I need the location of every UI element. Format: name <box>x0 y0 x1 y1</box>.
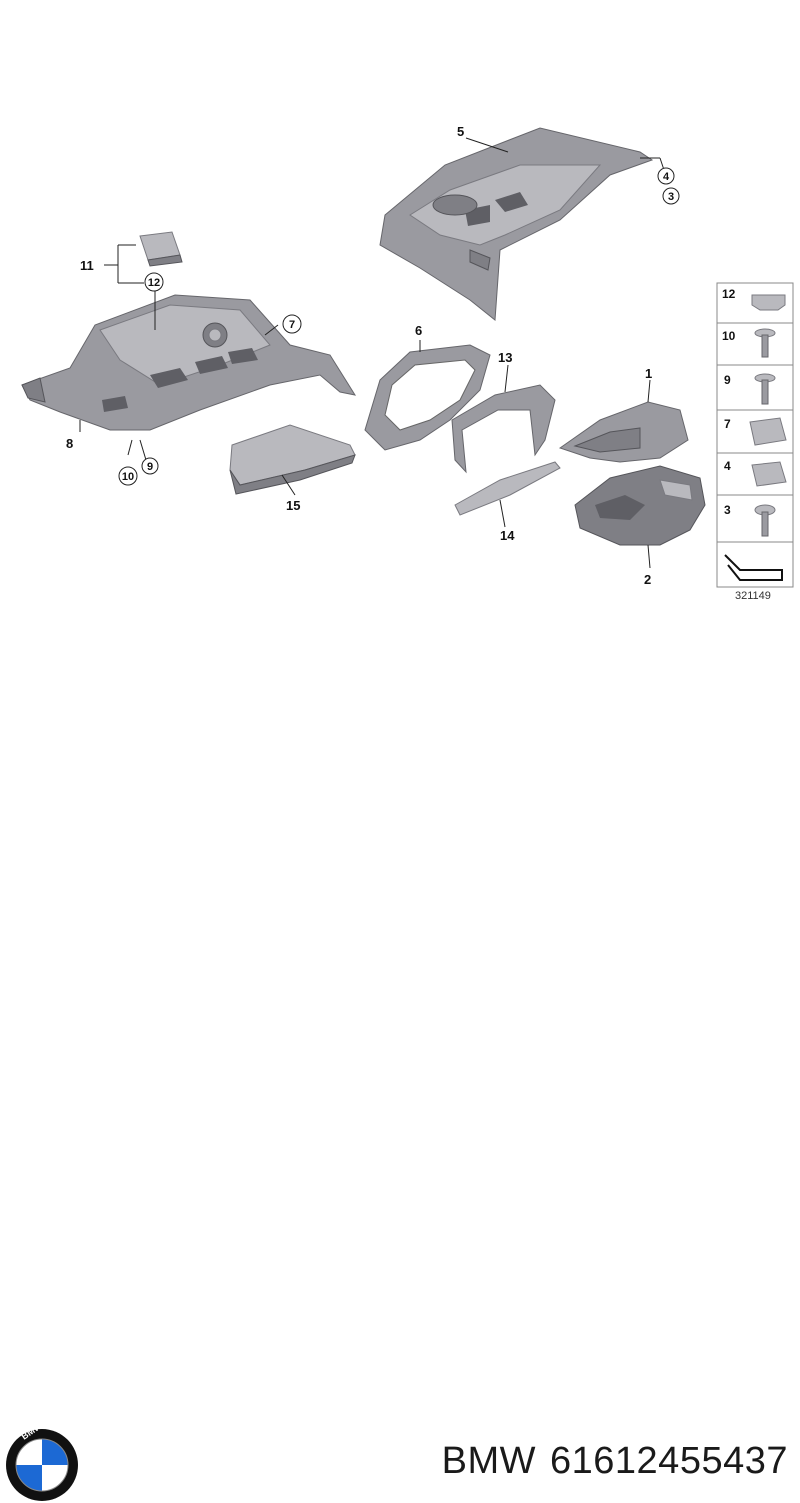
part-1-upper-column-cover <box>558 401 689 463</box>
circled-callout-7: 7 <box>282 314 302 334</box>
circled-callout-12: 12 <box>144 272 164 292</box>
callout-13: 13 <box>498 350 512 365</box>
callout-1: 1 <box>645 366 652 381</box>
part-6-frame <box>364 344 491 451</box>
part-number: 61612455437 <box>550 1440 788 1482</box>
circled-callout-3: 3 <box>662 187 680 205</box>
parts-diagram: 5 11 8 15 6 13 14 1 2 4 3 12 7 9 10 12 <box>21 124 794 602</box>
svg-text:3: 3 <box>668 191 674 203</box>
part-8-lower-trim <box>21 294 357 431</box>
brand-name: BMW <box>441 1440 537 1482</box>
part-15-tray <box>229 424 356 495</box>
clip-icon <box>751 294 786 311</box>
legend-label-10: 10 <box>722 329 736 343</box>
circled-callout-9: 9 <box>141 457 159 475</box>
arrow-symbol-icon <box>724 554 783 581</box>
part-5-upper-trim-panel <box>379 127 654 321</box>
fastener-legend: 12 10 9 7 4 3 321149 <box>716 282 794 602</box>
diagram-id: 321149 <box>735 590 771 602</box>
part-caption: BMW 61612455437 <box>428 1440 788 1483</box>
circled-callout-10: 10 <box>118 466 138 486</box>
leader-lines <box>79 137 665 569</box>
legend-label-7: 7 <box>724 417 731 431</box>
callout-14: 14 <box>500 528 515 543</box>
callout-15: 15 <box>286 498 300 513</box>
part-13-curved-trim <box>451 384 556 474</box>
legend-label-9: 9 <box>724 373 731 387</box>
part-11-pad <box>139 231 183 267</box>
svg-text:12: 12 <box>148 277 160 289</box>
part-14-strip <box>454 461 561 516</box>
callout-6: 6 <box>415 323 422 338</box>
svg-text:7: 7 <box>289 319 295 331</box>
svg-text:9: 9 <box>147 461 153 473</box>
svg-text:10: 10 <box>122 471 134 483</box>
callout-8: 8 <box>66 436 73 451</box>
footer: BMW BMW 61612455437 <box>0 705 800 1501</box>
nut-clip-icon <box>751 461 787 487</box>
circled-callout-4: 4 <box>657 167 675 185</box>
legend-label-12: 12 <box>722 287 736 301</box>
screw-icon <box>754 328 776 358</box>
callout-11: 11 <box>80 258 94 273</box>
callout-5: 5 <box>457 124 464 139</box>
bmw-logo-icon: BMW <box>6 1427 78 1501</box>
nut-clip-icon <box>749 417 787 446</box>
legend-label-3: 3 <box>724 503 731 517</box>
callout-2: 2 <box>644 572 651 587</box>
legend-label-4: 4 <box>724 459 731 473</box>
screw-icon <box>754 504 776 537</box>
screw-icon <box>754 373 776 405</box>
part-2-lower-column-cover <box>574 465 706 546</box>
svg-text:4: 4 <box>663 171 670 183</box>
